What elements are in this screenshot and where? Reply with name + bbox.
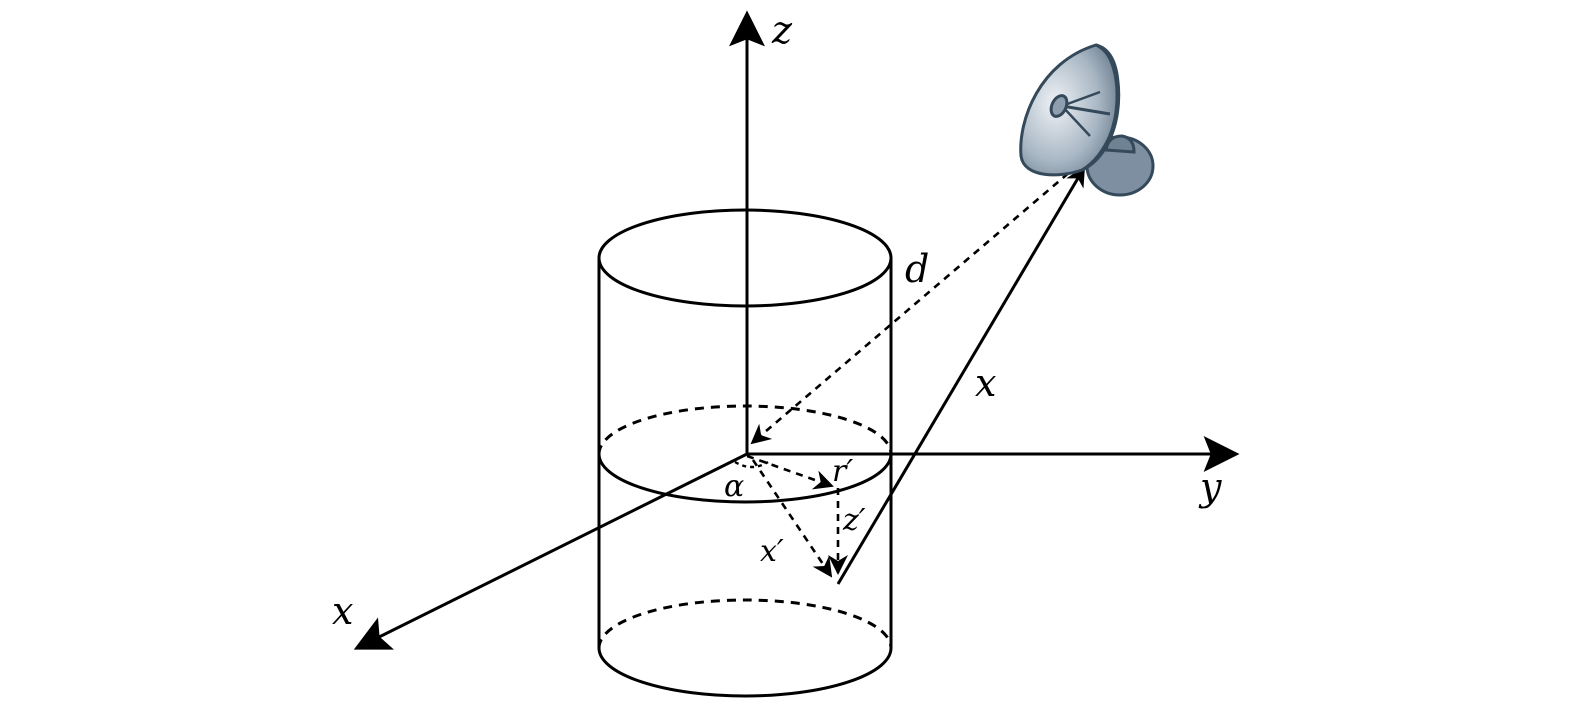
axes bbox=[353, 10, 1240, 650]
dish-strut-1 bbox=[1061, 104, 1111, 116]
angle-label: α bbox=[724, 469, 744, 504]
radius-vector bbox=[746, 454, 834, 490]
dish-strut-3 bbox=[1061, 105, 1091, 137]
distance-vector-d bbox=[750, 164, 1079, 445]
distance-label: d bbox=[905, 247, 929, 291]
angle-arc bbox=[734, 460, 769, 469]
local-vector-label: x′ bbox=[760, 534, 784, 569]
mid-ellipse-back bbox=[597, 404, 893, 455]
position-vector-label: x bbox=[975, 361, 996, 405]
height-label: z′ bbox=[842, 503, 866, 538]
bottom-ellipse-back bbox=[597, 598, 893, 649]
radius-label: r′ bbox=[832, 454, 853, 489]
dish-feed bbox=[1049, 94, 1069, 118]
cylinder-top-ellipse bbox=[597, 208, 893, 308]
x-axis-label: x bbox=[332, 589, 353, 633]
satellite-dish-icon bbox=[1019, 43, 1155, 197]
dish-rim bbox=[1081, 43, 1121, 172]
local-vector bbox=[751, 459, 833, 578]
y-axis-label: y bbox=[1198, 465, 1222, 509]
mid-ellipse-front bbox=[597, 453, 893, 504]
bottom-ellipse-front bbox=[597, 647, 893, 698]
cylinder bbox=[597, 208, 893, 698]
position-vector-x bbox=[836, 166, 1086, 585]
x-axis bbox=[353, 452, 748, 650]
z-axis-label: z bbox=[771, 8, 793, 52]
labels: z y x d x α r′ z′ x′ bbox=[332, 8, 1222, 633]
vectors bbox=[734, 164, 1086, 585]
